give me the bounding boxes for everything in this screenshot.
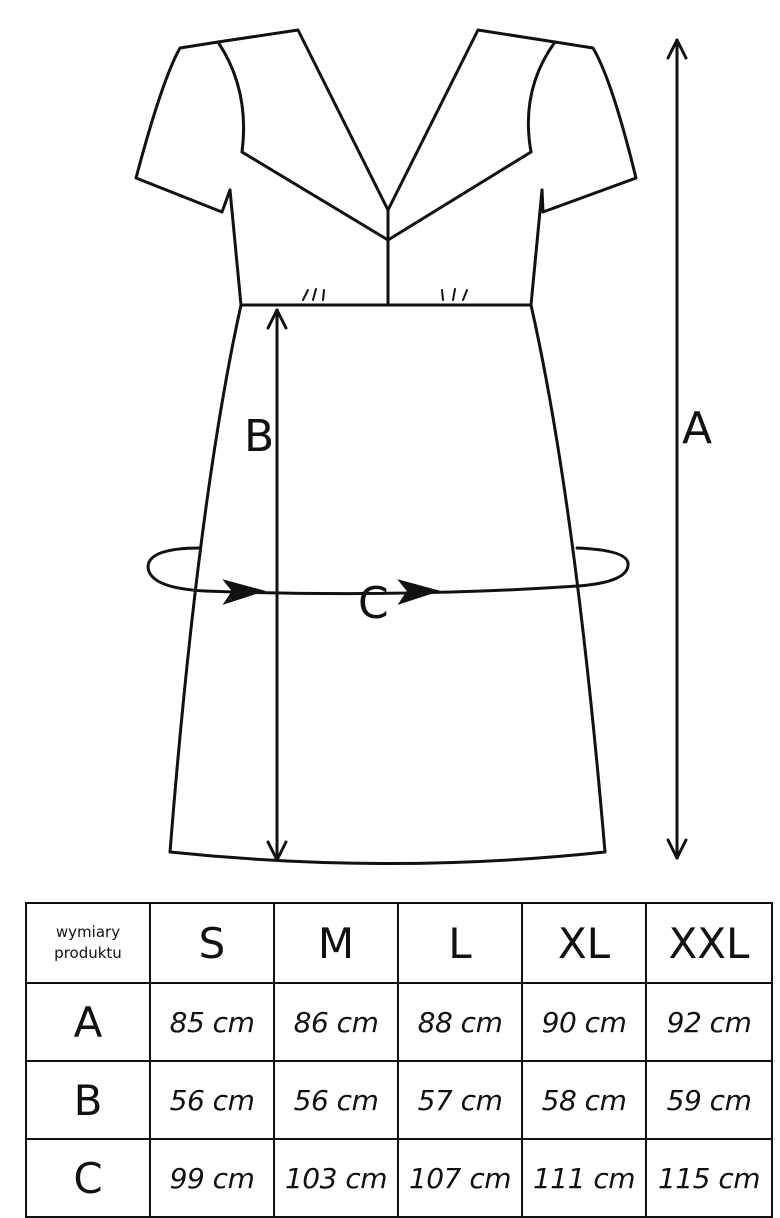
table-cell: 92 cm: [645, 982, 773, 1062]
table-cell: 56 cm: [149, 1060, 275, 1140]
size-header-xl: XL: [521, 902, 647, 984]
label-b: B: [244, 411, 274, 462]
left-neckline: [216, 28, 390, 212]
arrow-c: [146, 546, 630, 605]
size-table: wymiary produktu S M L XL XXL A 85 cm 86…: [25, 902, 773, 1218]
table-cell: 99 cm: [149, 1138, 275, 1218]
table-cell: 56 cm: [273, 1060, 399, 1140]
row-label-c: C: [25, 1138, 151, 1218]
label-c: C: [358, 578, 389, 629]
arrow-a: [666, 38, 688, 860]
table-header-row: wymiary produktu S M L XL XXL: [25, 902, 773, 984]
right-neckline: [386, 28, 557, 212]
label-a: A: [682, 403, 712, 454]
table-cell: 57 cm: [397, 1060, 523, 1140]
skirt: [168, 303, 607, 865]
table-cell: 85 cm: [149, 982, 275, 1062]
row-label-a: A: [25, 982, 151, 1062]
table-row-c: C 99 cm 103 cm 107 cm 111 cm 115 cm: [25, 1138, 773, 1218]
left-sleeve: [134, 40, 232, 214]
table-cell: 90 cm: [521, 982, 647, 1062]
dress-diagram: A B C: [134, 28, 712, 865]
table-cell: 107 cm: [397, 1138, 523, 1218]
dress-outline: A B C: [134, 28, 712, 865]
table-row-a: A 85 cm 86 cm 88 cm 90 cm 92 cm: [25, 982, 773, 1062]
bodice-sides: [228, 188, 544, 307]
table-cell: 58 cm: [521, 1060, 647, 1140]
bodice-panels: [240, 150, 533, 307]
row-label-b: B: [25, 1060, 151, 1140]
table-cell: 59 cm: [645, 1060, 773, 1140]
size-header-l: L: [397, 902, 523, 984]
table-cell: 115 cm: [645, 1138, 773, 1218]
size-header-m: M: [273, 902, 399, 984]
size-header-xxl: XXL: [645, 902, 773, 984]
size-header-s: S: [149, 902, 275, 984]
table-cell: 103 cm: [273, 1138, 399, 1218]
arrow-b: [266, 308, 288, 862]
gathers: [302, 288, 468, 301]
table-row-b: B 56 cm 56 cm 57 cm 58 cm 59 cm: [25, 1060, 773, 1140]
table-cell: 88 cm: [397, 982, 523, 1062]
table-cell: 111 cm: [521, 1138, 647, 1218]
right-sleeve: [540, 40, 638, 214]
corner-label: wymiary produktu: [25, 902, 151, 984]
table-cell: 86 cm: [273, 982, 399, 1062]
